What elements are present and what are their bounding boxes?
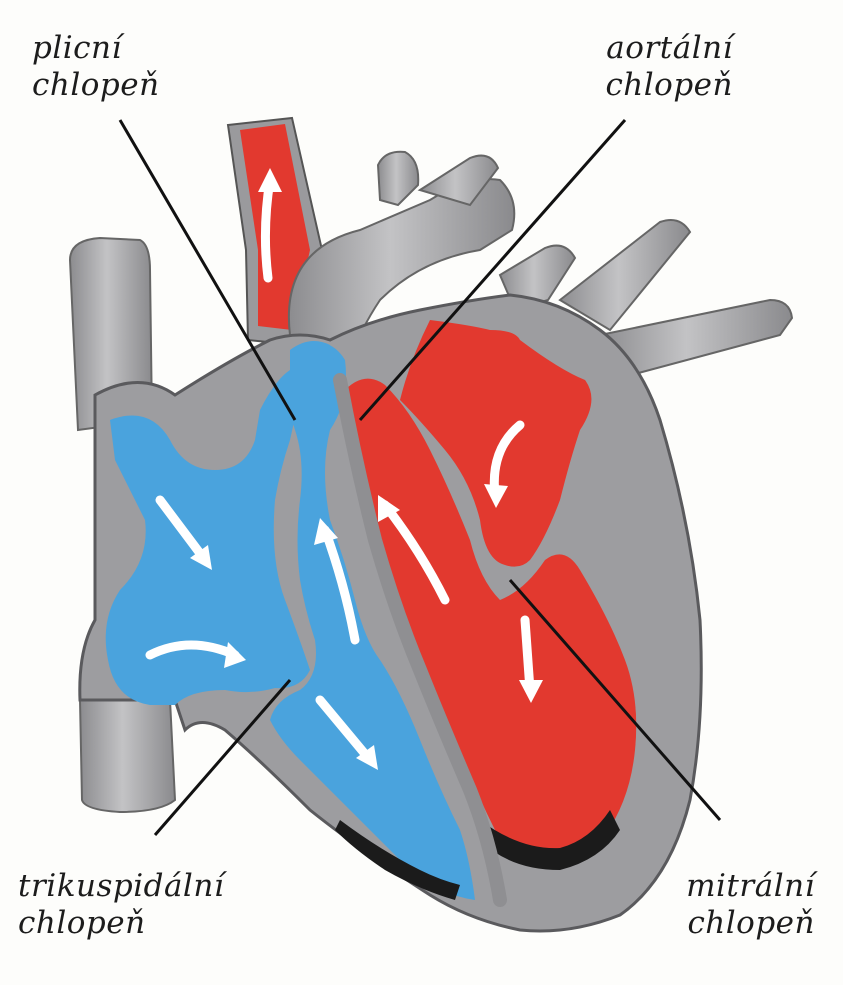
label-pulmonary-line1: plicní <box>32 30 160 67</box>
label-mitral-line1: mitrální <box>686 868 815 905</box>
label-tricuspid-valve: trikuspidální chlopeň <box>18 868 224 942</box>
label-aortic-line1: aortální <box>605 30 733 67</box>
arrow-pulmonary-artery <box>265 180 270 278</box>
label-aortic-line2: chlopeň <box>605 67 733 104</box>
label-tricuspid-line2: chlopeň <box>18 905 224 942</box>
aortic-branch-1 <box>378 152 418 205</box>
label-aortic-valve: aortální chlopeň <box>605 30 733 104</box>
pulmonary-vein-2 <box>560 220 690 330</box>
label-mitral-line2: chlopeň <box>686 905 815 942</box>
arrow-lv-down <box>525 620 530 690</box>
inferior-vena-cava <box>80 700 175 812</box>
label-tricuspid-line1: trikuspidální <box>18 868 224 905</box>
label-pulmonary-line2: chlopeň <box>32 67 160 104</box>
label-mitral-valve: mitrální chlopeň <box>686 868 815 942</box>
label-pulmonary-valve: plicní chlopeň <box>32 30 160 104</box>
